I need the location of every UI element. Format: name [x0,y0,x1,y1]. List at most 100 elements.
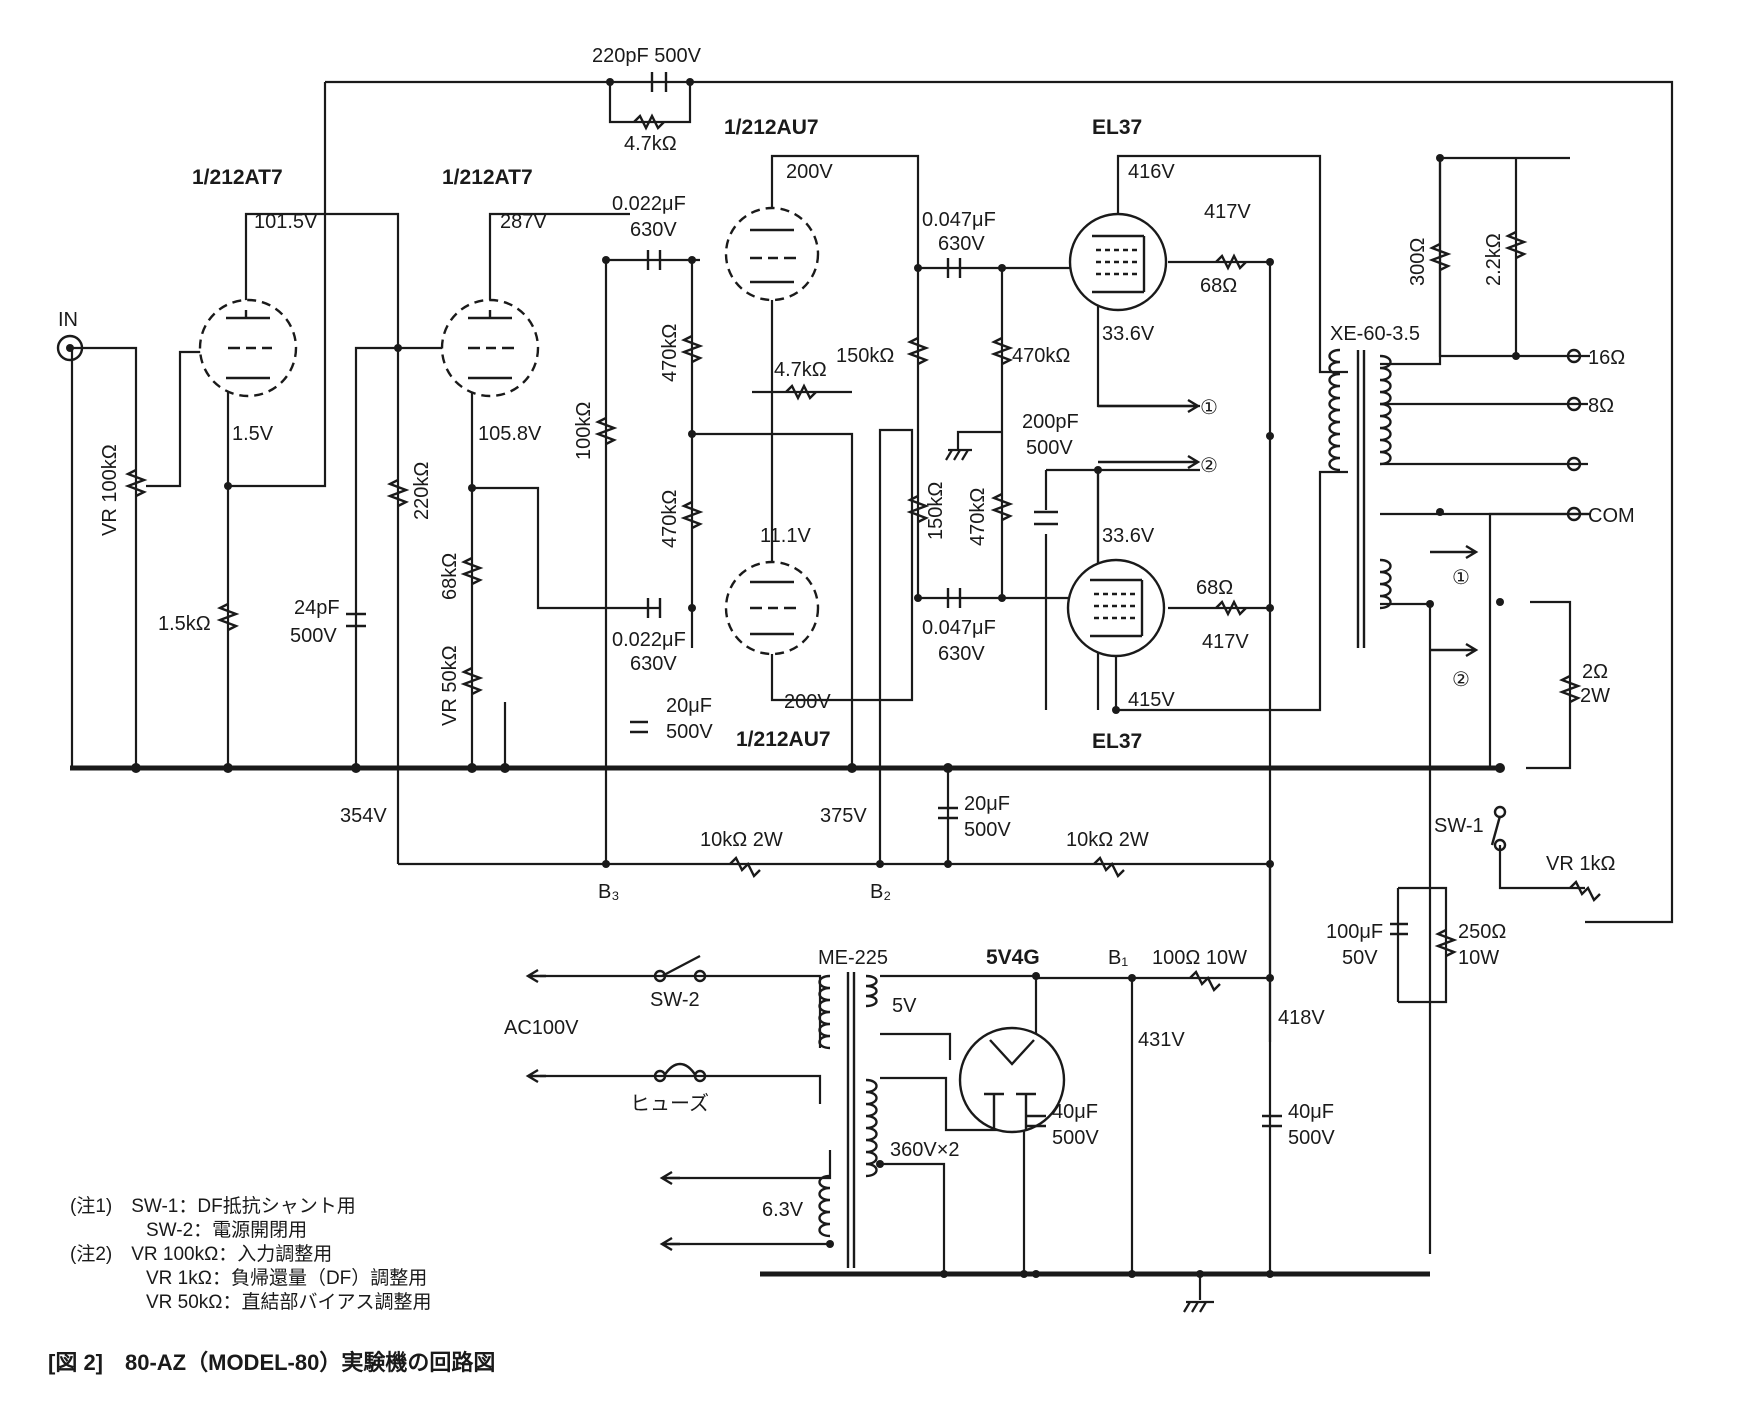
sw2-label: SW-2 [650,989,700,1011]
r-250-value: 250Ω [1458,921,1506,943]
v4-cathode-voltage: 11.1V [760,525,811,547]
tube-el37-lower [1066,558,1166,658]
v1-cathode-voltage: 1.5V [232,423,274,445]
v2-plate-voltage: 287V [500,211,547,233]
r-470k-1-label: 470kΩ [659,324,681,382]
c-40u-1-value: 40μF [1052,1101,1098,1123]
junction-dots [131,78,1520,1278]
c-200p-value: 200pF [1022,411,1079,433]
vr-1k-label: VR 1kΩ [1546,853,1615,875]
v5-plate-voltage: 416V [1128,161,1175,183]
notes-block: (注1) SW-1：DF抵抗シャント用 SW-2：電源開閉用 (注2) VR 1… [70,1195,432,1313]
v4-tube-label: 1/212AU7 [736,728,831,751]
v5-cathode-voltage: 33.6V [1102,323,1155,345]
note-line-2: SW-2：電源開閉用 [146,1219,307,1241]
b-375-voltage: 375V [820,805,867,827]
v1-plate-voltage: 101.5V [254,211,318,233]
v3-tube-label: 1/212AU7 [724,116,819,139]
c1-value: 0.022μF [612,193,686,215]
r-300-label: 300Ω [1407,238,1429,286]
c-40u-2-rating: 500V [1288,1127,1335,1149]
tube-v2 [440,298,540,398]
b2-label: B₂ [870,881,891,903]
tube-v1 [198,298,298,398]
note-line-5: VR 50kΩ：直結部バイアス調整用 [146,1291,432,1313]
v6-plate-voltage: 415V [1128,689,1175,711]
b-418-voltage: 418V [1278,1007,1325,1029]
c-40u-2-value: 40μF [1288,1101,1334,1123]
vr-50k-label: VR 50kΩ [439,645,461,726]
r-4k7-label: 4.7kΩ [774,359,827,381]
note-line-1: (注1) SW-1：DF抵抗シャント用 [70,1195,356,1217]
c-200p-rating: 500V [1026,437,1073,459]
marker-1-upper: ① [1200,397,1218,419]
r-250-rating: 10W [1458,947,1499,969]
c3-value: 0.047μF [922,209,996,231]
c2-value: 0.022μF [612,629,686,651]
b3-label: B₃ [598,881,619,903]
v6-cathode-voltage: 33.6V [1102,525,1155,547]
marker-1-lower: ① [1452,567,1470,589]
v5-tube-label: EL37 [1092,116,1142,139]
fb-cap-label: 220pF 500V [592,45,702,67]
v3-plate-voltage: 200V [786,161,833,183]
c-40u-1-rating: 500V [1052,1127,1099,1149]
r-100k-label: 100kΩ [573,402,595,460]
c-20u-1-value: 20μF [666,695,712,717]
b-354-voltage: 354V [340,805,387,827]
tube-v3 [724,206,820,302]
r-100-label: 100Ω 10W [1152,947,1247,969]
v6-tube-label: EL37 [1092,730,1142,753]
ground-bus [70,448,1500,1313]
c-24p-rating: 500V [290,625,337,647]
v2-cathode-voltage: 105.8V [478,423,542,445]
v2-tube-label: 1/212AT7 [442,166,533,189]
power-transformer-label: ME-225 [818,947,888,969]
tube-v4 [724,560,820,656]
marker-2-upper: ② [1200,455,1218,477]
c4-value: 0.047μF [922,617,996,639]
mains-label: AC100V [504,1017,579,1039]
r-150k-1-label: 150kΩ [836,345,894,367]
v1-tube-label: 1/212AT7 [192,166,283,189]
c-100u-value: 100μF [1326,921,1383,943]
note-line-3: (注2) VR 100kΩ：入力調整用 [70,1243,332,1265]
r-2-rating: 2W [1580,685,1610,707]
c4-rating: 630V [938,643,985,665]
c3-rating: 630V [938,233,985,255]
r-220k-label: 220kΩ [411,462,433,520]
b1-label: B₁ [1108,947,1128,969]
c-20u-1-rating: 500V [666,721,713,743]
r-68-2-label: 68Ω [1196,577,1233,599]
output-transformer-label: XE-60-3.5 [1330,323,1420,345]
pt-heater-label: 6.3V [762,1199,804,1221]
r-470k-3-label: 470kΩ [1012,345,1070,367]
r-1k5-label: 1.5kΩ [158,613,211,635]
c-24p-value: 24pF [294,597,340,619]
v6-screen-voltage: 417V [1202,631,1249,653]
tap-16-label: 16Ω [1588,347,1625,369]
r-150k-2-label: 150kΩ [925,482,947,540]
v4-plate-voltage: 200V [784,691,831,713]
tube-5v4g [958,1026,1066,1134]
marker-2-lower: ② [1452,669,1470,691]
sw1-label: SW-1 [1434,815,1484,837]
note-line-4: VR 1kΩ：負帰還量（DF）調整用 [146,1267,427,1289]
tap-com-label: COM [1588,505,1635,527]
tube-el37-upper [1068,212,1168,312]
fuse-label: ヒューズ [630,1092,709,1115]
c-100u-rating: 50V [1342,947,1378,969]
figure-caption: [図 2] 80-AZ（MODEL-80）実験機の回路図 [48,1350,495,1375]
r-68k-label: 68kΩ [439,553,461,600]
vr-in-label: VR 100kΩ [99,444,121,536]
input-label: IN [58,309,78,331]
components [56,72,1601,1268]
r-470k-2-label: 470kΩ [659,490,681,548]
pt-hv-label: 360V×2 [890,1139,960,1161]
r-68-1-label: 68Ω [1200,275,1237,297]
text-labels: IN 220pF 500V 4.7kΩ 1/212AT7 1/212AT7 1/… [58,45,1635,1221]
c-20u-2-rating: 500V [964,819,1011,841]
b-431-voltage: 431V [1138,1029,1185,1051]
fb-res-label: 4.7kΩ [624,133,677,155]
